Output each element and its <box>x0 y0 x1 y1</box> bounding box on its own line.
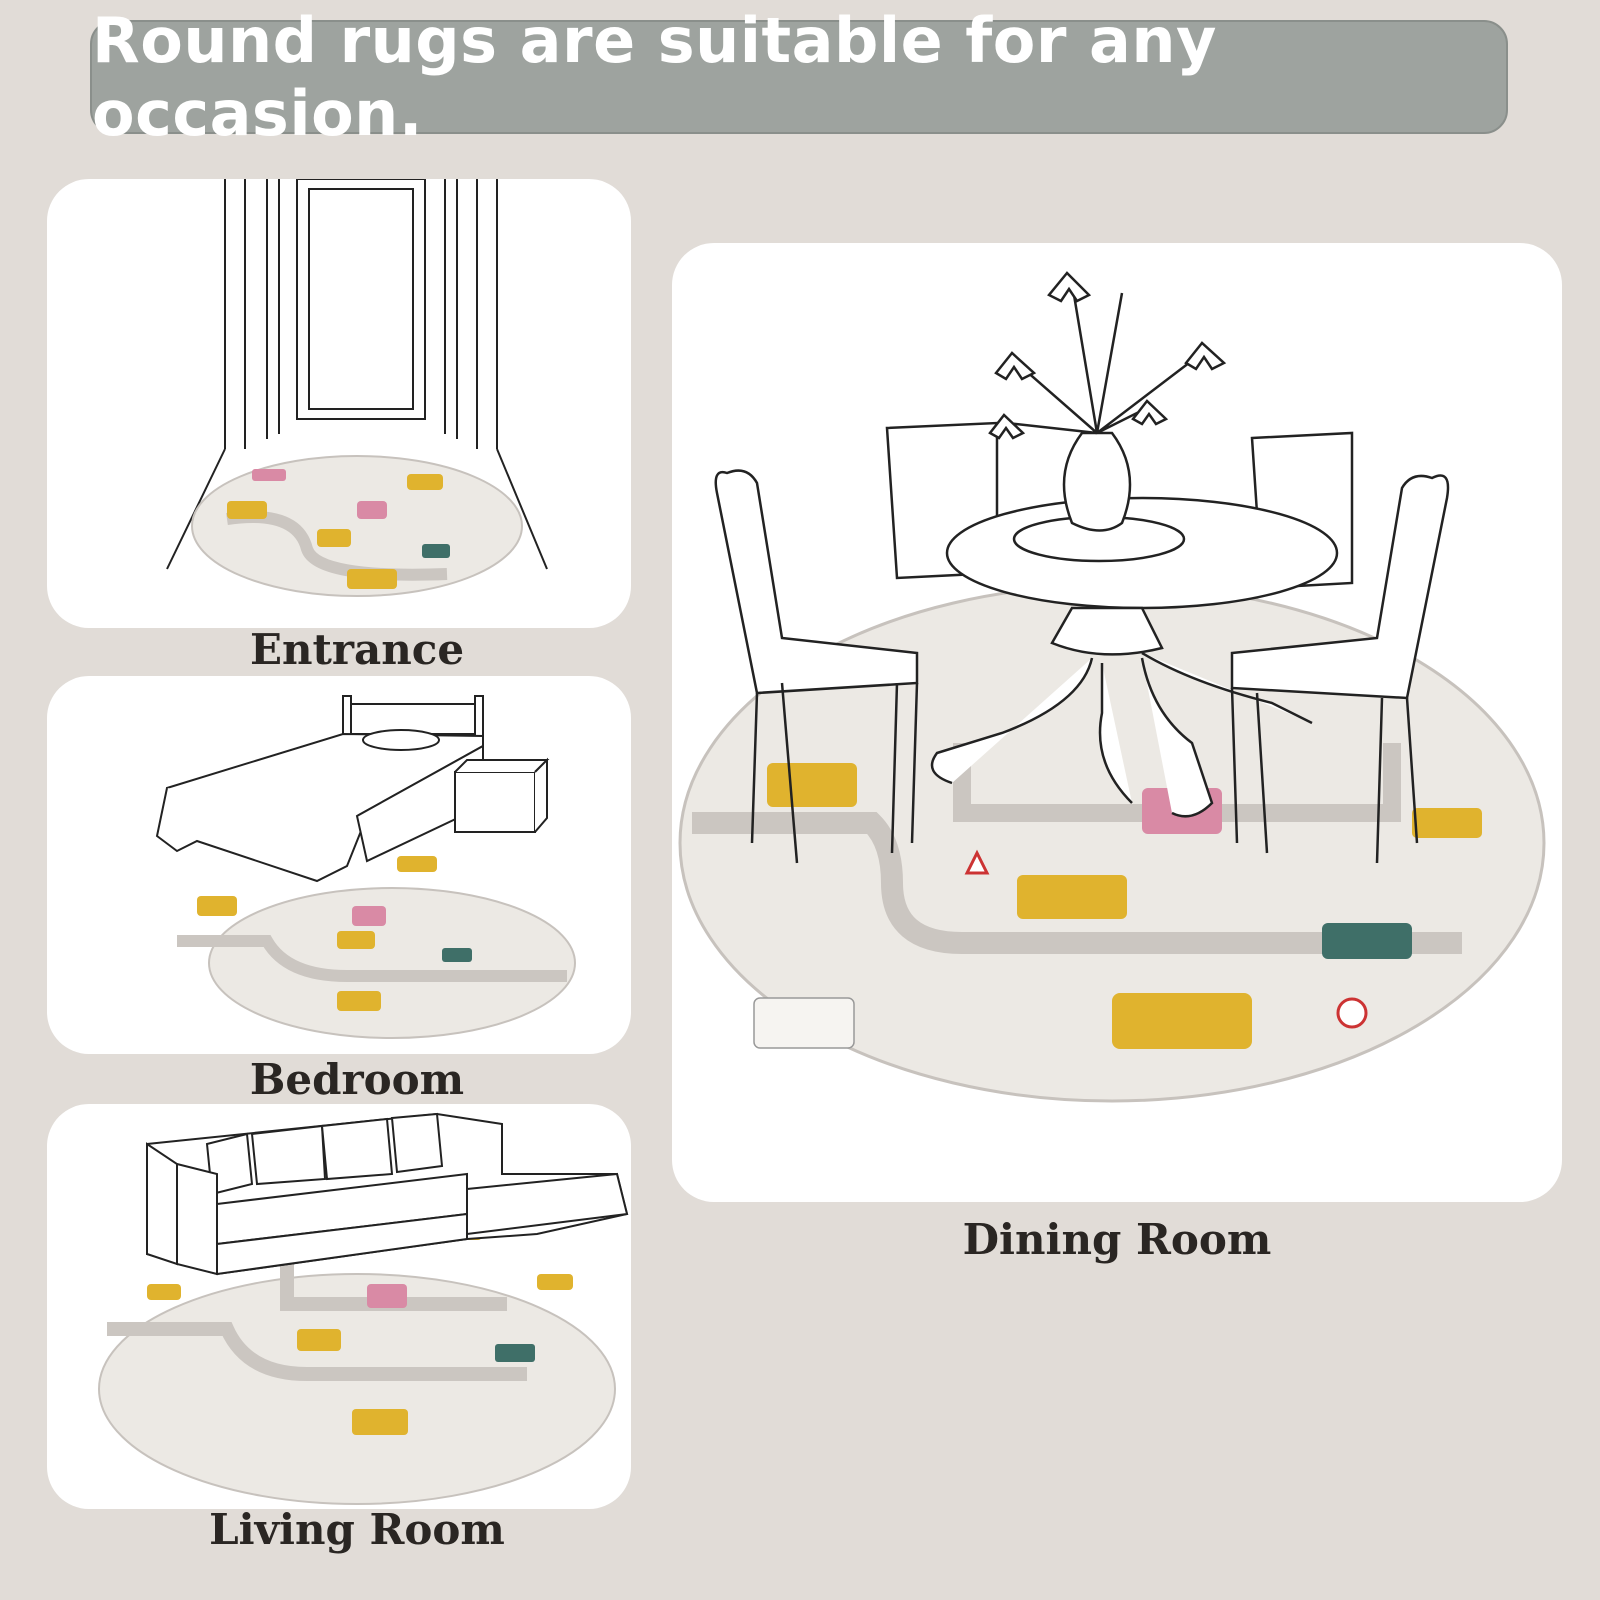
card-living-room <box>47 1104 631 1509</box>
entrance-doorway-illustration <box>166 179 548 597</box>
rug-entrance <box>191 455 523 597</box>
caption-living-room: Living Room <box>209 1505 505 1554</box>
card-bedroom <box>47 676 631 1054</box>
rug-bedroom <box>177 856 576 1039</box>
card-entrance <box>47 179 631 628</box>
title-banner: Round rugs are suitable for any occasion… <box>90 4 1508 150</box>
sofa-illustration <box>98 1112 629 1505</box>
dining-table-illustration <box>678 271 1546 1103</box>
card-dining-room <box>672 243 1562 1202</box>
rug-living-room <box>98 1224 616 1505</box>
caption-dining-room: Dining Room <box>962 1215 1272 1264</box>
caption-entrance: Entrance <box>249 625 465 674</box>
banner-title: Round rugs are suitable for any occasion… <box>92 4 1217 150</box>
bed-illustration <box>155 695 576 1039</box>
caption-bedroom: Bedroom <box>249 1055 465 1104</box>
